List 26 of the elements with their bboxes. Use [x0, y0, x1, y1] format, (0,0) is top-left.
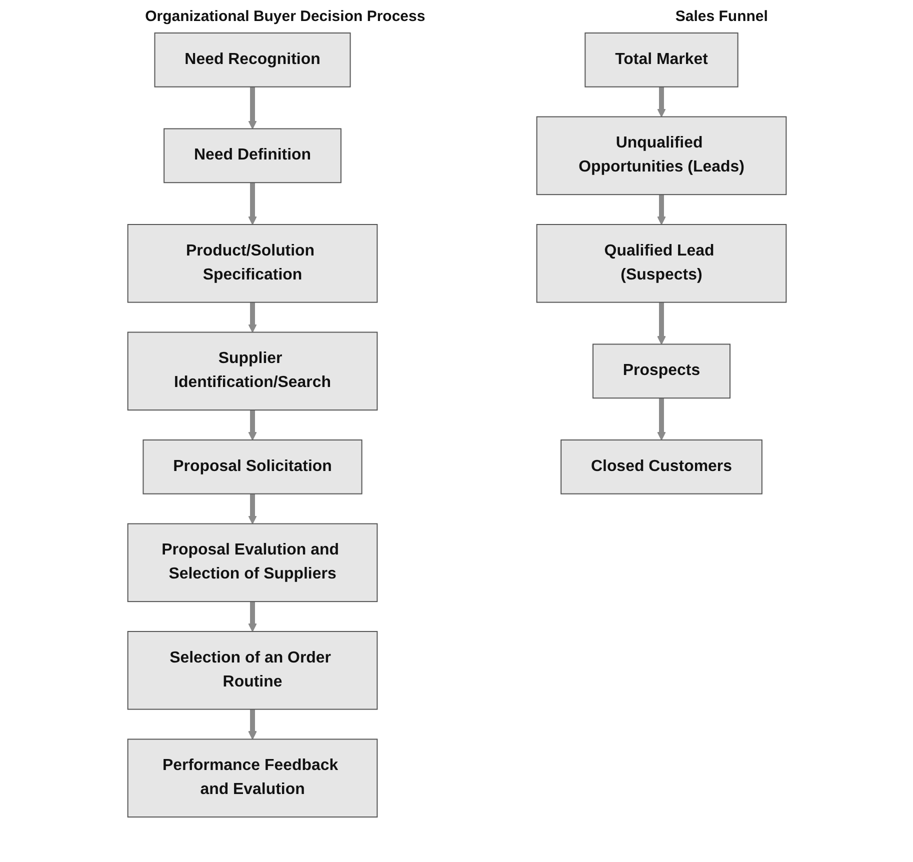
arrow: [248, 86, 256, 130]
column-heading: Sales Funnel: [675, 8, 768, 25]
node-box: Total Market: [584, 32, 738, 88]
node-box: Selection of an Order Routine: [126, 630, 378, 710]
node-box: Performance Feedback and Evalution: [126, 738, 378, 818]
column-heading: Organizational Buyer Decision Process: [145, 8, 426, 25]
arrow: [248, 709, 256, 740]
arrow: [656, 86, 666, 118]
arrow: [248, 602, 256, 632]
node-box: Need Recognition: [154, 32, 350, 88]
node-box: Unqualified Opportunities (Leads): [536, 116, 786, 196]
arrow: [248, 302, 256, 333]
node-box: Proposal Solicitation: [142, 439, 362, 494]
arrow: [656, 302, 666, 345]
node-box: Closed Customers: [560, 439, 762, 494]
arrow: [656, 194, 666, 225]
node-box: Qualified Lead (Suspects): [536, 224, 786, 303]
node-box: Product/Solution Specification: [126, 224, 378, 303]
node-box: Proposal Evalution and Selection of Suppliers: [126, 523, 378, 602]
arrow: [248, 182, 256, 225]
arrow: [248, 410, 256, 440]
node-box: Prospects: [592, 344, 730, 399]
node-box: Need Definition: [163, 128, 341, 184]
arrow: [656, 398, 666, 440]
arrow: [248, 494, 256, 524]
node-box: Supplier Identification/Search: [126, 332, 378, 411]
